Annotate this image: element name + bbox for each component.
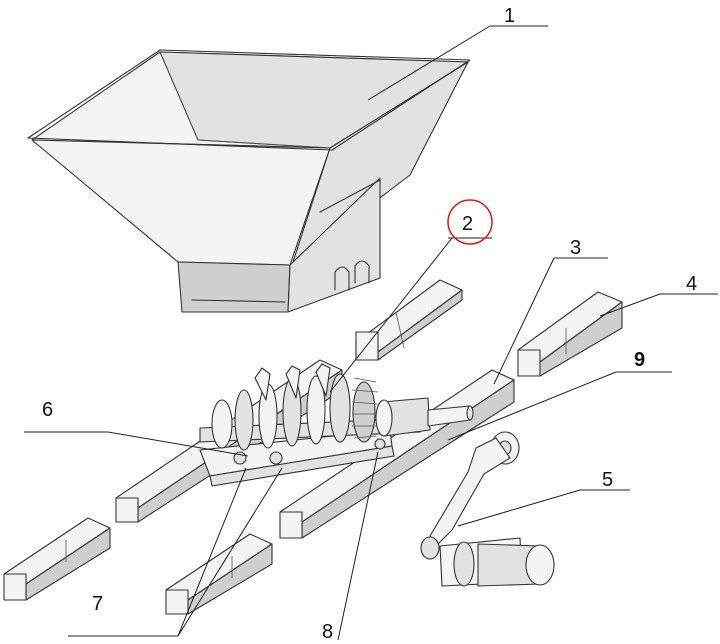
part-label-5: 5 bbox=[602, 469, 613, 491]
part-label-4: 4 bbox=[686, 273, 697, 295]
square-tube-lower-middle bbox=[165, 533, 273, 615]
part-label-1: 1 bbox=[504, 5, 515, 27]
square-tube-right-upper bbox=[517, 291, 623, 377]
leader-lines bbox=[24, 25, 718, 641]
part-label-7: 7 bbox=[92, 593, 103, 615]
hopper bbox=[27, 49, 471, 313]
part-label-9: 9 bbox=[634, 349, 645, 371]
part-label-8: 8 bbox=[322, 621, 333, 643]
part-label-3: 3 bbox=[570, 237, 581, 259]
rotor-assembly bbox=[199, 363, 431, 451]
part-label-6: 6 bbox=[42, 399, 53, 421]
part-label-2: 2 bbox=[462, 213, 473, 235]
crank-and-motor bbox=[420, 431, 555, 587]
drive-shaft bbox=[427, 405, 474, 427]
square-tube-lower-left bbox=[3, 517, 111, 601]
highlight-circle bbox=[447, 199, 493, 245]
